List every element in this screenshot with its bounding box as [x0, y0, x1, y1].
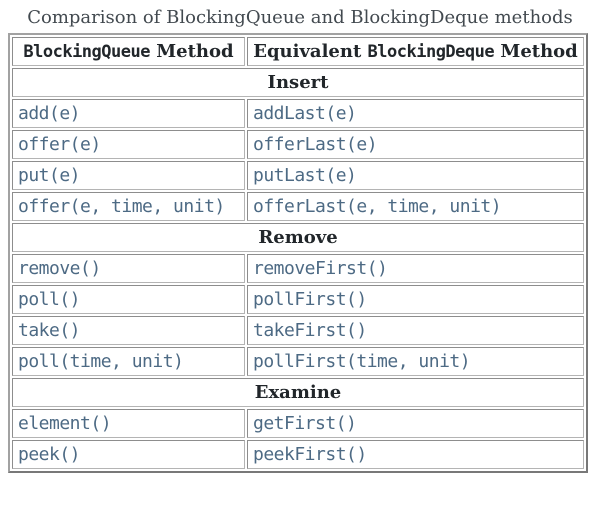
- deque-method-cell: getFirst(): [247, 409, 584, 438]
- queue-method-cell: poll(): [12, 285, 245, 314]
- queue-method-cell: offer(e, time, unit): [12, 192, 245, 221]
- queue-method-cell: offer(e): [12, 130, 245, 159]
- blockingqueue-code-text: BlockingQueue: [23, 42, 150, 62]
- table-row: put(e) putLast(e): [12, 161, 584, 190]
- deque-method-cell: peekFirst(): [247, 440, 584, 469]
- section-row-remove: Remove: [12, 223, 584, 252]
- deque-method-cell: takeFirst(): [247, 316, 584, 345]
- table-row: add(e) addLast(e): [12, 99, 584, 128]
- table-row: offer(e) offerLast(e): [12, 130, 584, 159]
- blockingdeque-code-text: BlockingDeque: [367, 42, 495, 62]
- deque-method-cell: offerLast(e, time, unit): [247, 192, 584, 221]
- table-row: offer(e, time, unit) offerLast(e, time, …: [12, 192, 584, 221]
- table-row: remove() removeFirst(): [12, 254, 584, 283]
- section-row-examine: Examine: [12, 378, 584, 407]
- section-row-insert: Insert: [12, 68, 584, 97]
- header-row: BlockingQueue Method Equivalent Blocking…: [12, 37, 584, 66]
- deque-method-cell: pollFirst(time, unit): [247, 347, 584, 376]
- deque-method-cell: addLast(e): [247, 99, 584, 128]
- queue-method-cell: add(e): [12, 99, 245, 128]
- deque-method-cell: pollFirst(): [247, 285, 584, 314]
- deque-method-cell: putLast(e): [247, 161, 584, 190]
- deque-method-cell: removeFirst(): [247, 254, 584, 283]
- table-row: take() takeFirst(): [12, 316, 584, 345]
- table-row: peek() peekFirst(): [12, 440, 584, 469]
- queue-method-cell: element(): [12, 409, 245, 438]
- equivalent-word: Equivalent: [253, 41, 362, 62]
- section-header-examine: Examine: [12, 378, 584, 407]
- comparison-table: BlockingQueue Method Equivalent Blocking…: [8, 33, 588, 473]
- method-word: Method: [500, 41, 578, 62]
- column-header-blockingqueue: BlockingQueue Method: [12, 37, 245, 66]
- table-row: element() getFirst(): [12, 409, 584, 438]
- table-row: poll(time, unit) pollFirst(time, unit): [12, 347, 584, 376]
- deque-method-cell: offerLast(e): [247, 130, 584, 159]
- section-header-insert: Insert: [12, 68, 584, 97]
- column-header-blockingdeque: Equivalent BlockingDeque Method: [247, 37, 584, 66]
- queue-method-cell: peek(): [12, 440, 245, 469]
- section-header-remove: Remove: [12, 223, 584, 252]
- method-word: Method: [156, 41, 234, 62]
- table-row: poll() pollFirst(): [12, 285, 584, 314]
- queue-method-cell: take(): [12, 316, 245, 345]
- page-title: Comparison of BlockingQueue and Blocking…: [27, 7, 573, 28]
- queue-method-cell: remove(): [12, 254, 245, 283]
- queue-method-cell: poll(time, unit): [12, 347, 245, 376]
- queue-method-cell: put(e): [12, 161, 245, 190]
